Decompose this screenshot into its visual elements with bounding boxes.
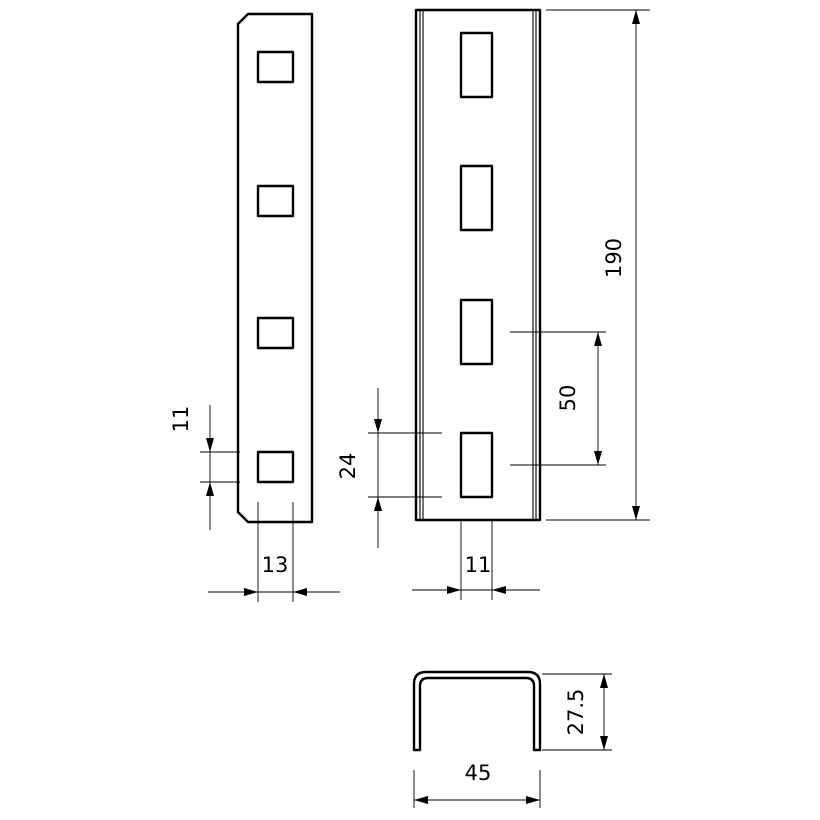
dimension-label-square-hole-size: 11 xyxy=(169,406,193,433)
square-hole xyxy=(256,316,295,350)
arrowhead xyxy=(600,736,608,750)
arrowhead xyxy=(526,796,540,804)
slot xyxy=(459,298,494,366)
dimension-label-profile-width: 45 xyxy=(465,761,492,785)
arrowhead xyxy=(594,332,602,346)
dimension-slot-length: 24 xyxy=(336,388,442,548)
slot xyxy=(459,431,494,499)
arrowhead xyxy=(206,482,214,496)
dimension-label-slot-pitch: 50 xyxy=(556,385,580,412)
side-view xyxy=(236,12,314,524)
dimension-slot-width: 11 xyxy=(412,520,540,600)
dimension-label-length: 190 xyxy=(602,238,626,278)
dimension-label-slot-width: 11 xyxy=(465,553,492,577)
dimension-profile-width: 45 xyxy=(413,761,541,808)
dimension-square-hole-width: 13 xyxy=(208,502,340,602)
dimension-length: 190 xyxy=(546,9,650,521)
arrowhead xyxy=(206,438,214,452)
front-view-outline xyxy=(414,8,542,522)
slot xyxy=(459,164,494,232)
arrowhead xyxy=(594,451,602,465)
square-hole xyxy=(256,450,295,484)
arrowhead xyxy=(374,497,382,511)
slot xyxy=(459,31,494,99)
profile-inner xyxy=(418,676,536,752)
dimension-slot-pitch: 50 xyxy=(510,331,606,466)
front-view xyxy=(414,8,542,522)
arrowhead xyxy=(374,419,382,433)
arrowhead xyxy=(447,586,461,594)
profile-section xyxy=(412,670,542,752)
dimension-label-profile-height: 27.5 xyxy=(564,689,588,736)
arrowhead xyxy=(492,586,506,594)
dimension-profile-height: 27.5 xyxy=(542,673,612,751)
arrowhead xyxy=(244,588,258,596)
square-hole xyxy=(256,184,295,218)
side-view-outline xyxy=(236,12,314,524)
square-hole xyxy=(256,50,295,84)
arrowhead xyxy=(293,588,307,596)
dimension-label-slot-length: 24 xyxy=(336,453,360,480)
dimension-label-square-hole-width: 13 xyxy=(262,553,289,577)
arrowhead xyxy=(600,674,608,688)
arrowhead xyxy=(632,10,640,24)
profile-outline xyxy=(412,670,542,752)
arrowhead xyxy=(632,506,640,520)
arrowhead xyxy=(414,796,428,804)
dimension-square-hole-size: 11 xyxy=(169,405,240,530)
